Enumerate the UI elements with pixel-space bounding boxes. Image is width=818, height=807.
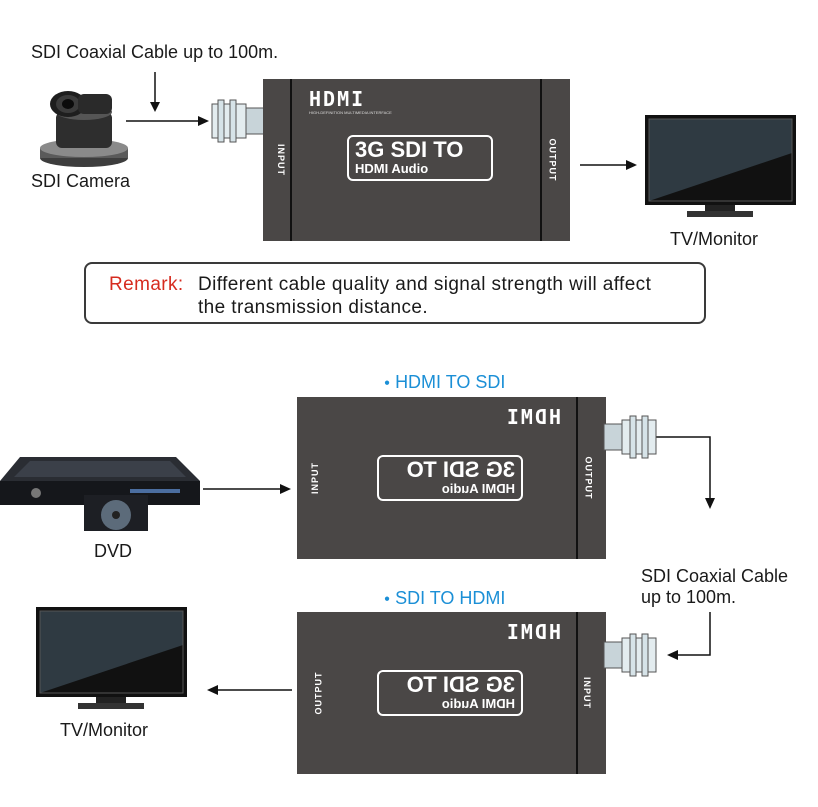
input-label: INPUT: [276, 144, 286, 176]
box2-cable-arrowhead: [667, 650, 678, 660]
camera-label: SDI Camera: [31, 171, 131, 191]
hdmi-to-sdi-title-text: HDMI TO SDI: [395, 372, 506, 392]
input-divider: [576, 612, 578, 774]
box1-cable-arrowhead: [705, 498, 715, 509]
hdmi-logo-subtitle: HIGH-DEFINITION MULTIMEDIA INTERFACE: [309, 110, 392, 115]
camera-to-input-arrowhead: [198, 116, 209, 126]
input-label: INPUT: [310, 462, 320, 494]
hdmi-logo-mirrored: HDMI: [504, 405, 561, 429]
output-label: OUTPUT: [313, 671, 324, 715]
output-to-monitor-arrowhead: [626, 160, 637, 170]
monitor-icon: [34, 607, 189, 711]
model-badge: 3G SDI TO HDMI Audio: [347, 135, 493, 181]
output-divider: [540, 79, 542, 241]
input-label: INPUT: [582, 677, 592, 709]
output-label: OUTPUT: [547, 138, 558, 182]
top-cable-label: SDI Coaxial Cable up to 100m.: [31, 42, 279, 62]
cable-pointer-arrowhead: [150, 102, 160, 112]
model-line2-mirrored: HDMI Audio: [441, 696, 515, 711]
box2-cable-line: [676, 612, 711, 656]
dvd-label: DVD: [94, 541, 133, 561]
monitor-icon: [643, 115, 798, 219]
remark-label: Remark:: [109, 274, 184, 295]
bottom-cable-label-line1: SDI Coaxial Cable: [641, 566, 789, 586]
hdmi-logo-mirrored: HDMI: [504, 620, 561, 644]
model-line2: HDMI Audio: [355, 161, 429, 176]
sdi-to-hdmi-title-text: SDI TO HDMI: [395, 588, 506, 608]
output-divider: [576, 397, 578, 559]
remark-box: Remark: Different cable quality and sign…: [84, 262, 706, 324]
model-line2-mirrored: HDMI Audio: [441, 481, 515, 496]
converter-device-top: INPUT OUTPUT HDMI HIGH-DEFINITION MULTIM…: [263, 79, 570, 241]
remark-line1: Different cable quality and signal stren…: [198, 274, 652, 295]
output-label: OUTPUT: [583, 456, 594, 500]
bullet-icon: ●: [384, 377, 391, 389]
bnc-connector-icon: [210, 98, 265, 144]
sdi-to-hdmi-title: ● SDI TO HDMI: [384, 588, 505, 609]
bullet-icon: ●: [384, 593, 391, 605]
model-line1-mirrored: 3G SDI TO: [406, 672, 515, 697]
hdmi-to-sdi-title: ● HDMI TO SDI: [384, 372, 505, 393]
remark-line2: the transmission distance.: [198, 297, 429, 318]
model-badge-mirrored: 3G SDI TO HDMI Audio: [377, 455, 523, 501]
bottom-monitor-label: TV/Monitor: [60, 720, 149, 740]
model-line1-mirrored: 3G SDI TO: [406, 457, 515, 482]
ptz-camera-icon: [38, 90, 130, 168]
bnc-connector-icon: [603, 632, 658, 678]
hdmi-logo: HDMI: [309, 87, 366, 111]
model-badge-mirrored: 3G SDI TO HDMI Audio: [377, 670, 523, 716]
dvd-player-icon: [0, 455, 202, 535]
box1-cable-line: [656, 436, 711, 500]
model-line1: 3G SDI TO: [355, 137, 464, 162]
converter-device-hdmi-to-sdi: INPUT OUTPUT HDMI 3G SDI TO HDMI Audio: [297, 397, 606, 559]
bnc-connector-icon: [603, 414, 658, 460]
box2-to-monitor-arrowhead: [207, 685, 218, 695]
bottom-cable-label-line2: up to 100m.: [641, 587, 737, 607]
input-divider: [290, 79, 292, 241]
converter-device-sdi-to-hdmi: OUTPUT INPUT HDMI 3G SDI TO HDMI Audio: [297, 612, 606, 774]
dvd-to-box1-arrowhead: [280, 484, 291, 494]
top-monitor-label: TV/Monitor: [670, 229, 759, 249]
